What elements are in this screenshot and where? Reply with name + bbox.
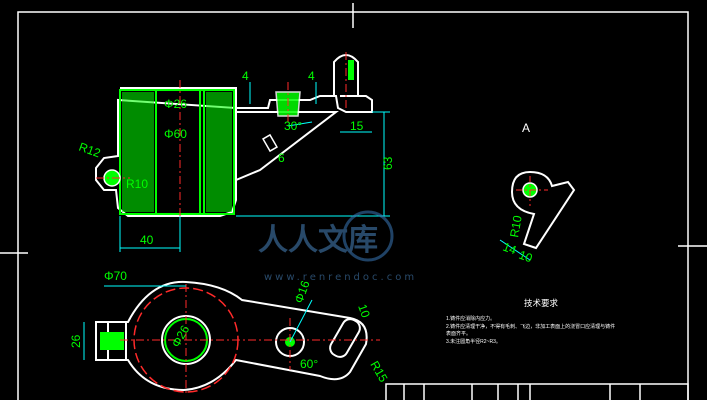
dim-26-left: 26 [69,334,83,348]
watermark-logo-circle [342,210,394,262]
detail-view-a: A R10 14 10 [499,121,576,266]
top-view: Φ70 Φ16 10 Φ26 26 60° R15 [69,269,391,396]
dim-phi70: Φ70 [104,269,127,283]
dim-15: 15 [350,119,364,133]
tech-line-2: 2.铸件应清理干净，不得有毛刺、飞边，非加工表面上的浇冒口应清理与铸件 [446,323,615,330]
title-block [385,383,689,400]
dim-r10-left: R10 [126,177,148,191]
dim-40: 40 [140,233,154,247]
dim-d60: Φ60 [164,127,187,141]
tech-title: 技术要求 [524,298,559,308]
technical-requirements: 技术要求 1.铸件应消除内应力。 2.铸件应清理干净，不得有毛刺、飞边，非加工表… [446,298,615,345]
dim-d26-circle: Φ26 [169,323,193,350]
dim-14: 14 [501,240,519,258]
watermark-text: 人人文库 [258,223,378,258]
dim-4-left: 4 [242,69,249,83]
front-body-outline [95,87,373,217]
tech-line-4: 3.未注圆角半径R2~R3。 [446,338,501,345]
dim-63: 63 [381,156,395,170]
watermark: 人人文库 www.renrendoc.com [258,210,417,283]
detail-lug-outline [510,170,576,250]
dim-4-right: 4 [308,69,315,83]
front-view: Φ26 Φ60 4 4 30° 15 R12 R10 6 63 40 [77,52,395,252]
dim-10-detail: 10 [517,248,535,266]
watermark-url: www.renrendoc.com [264,272,417,283]
dim-r12: R12 [77,140,103,161]
dim-d26-top: Φ26 [164,97,187,111]
dim-10-right: 10 [355,302,373,320]
dim-60deg: 60° [300,357,318,371]
slot-hole [329,318,361,358]
tech-line-3: 表面齐平。 [446,330,471,337]
dim-6: 6 [278,151,285,165]
dim-r10-detail: R10 [507,214,525,238]
dim-r15: R15 [367,359,390,385]
tech-line-1: 1.铸件应消除内应力。 [446,315,495,322]
top-view-outline [107,280,368,392]
dim-30deg: 30° [284,119,302,133]
view-label-a: A [522,121,530,135]
drawing-frame [0,3,707,400]
